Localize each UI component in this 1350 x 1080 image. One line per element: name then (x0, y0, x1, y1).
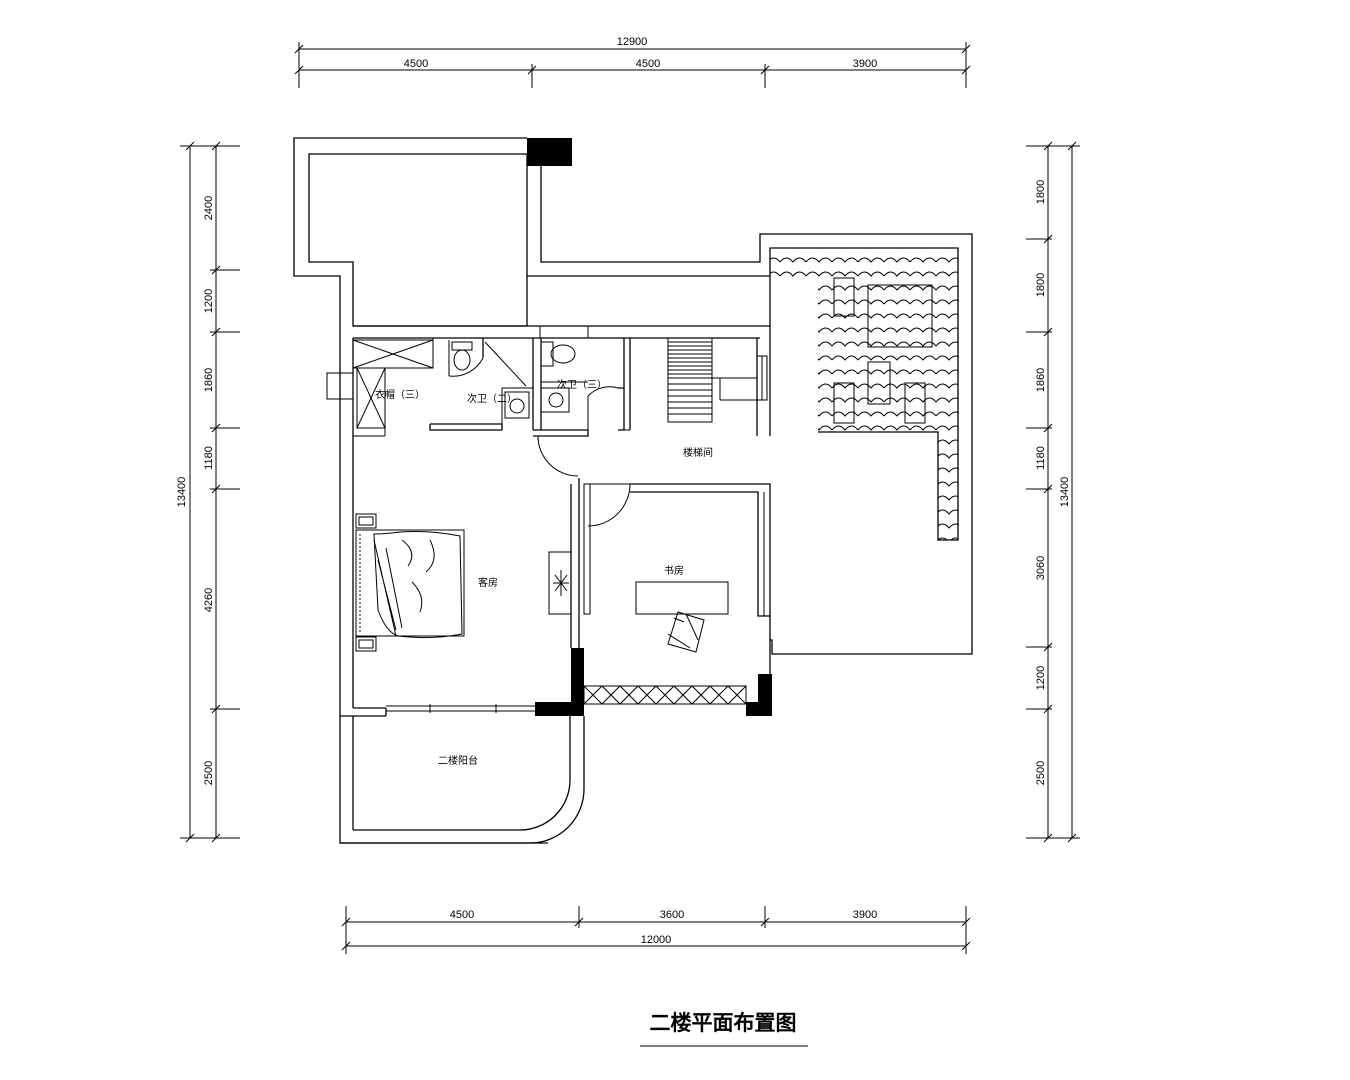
right-seg-4-label: 1180 (1035, 446, 1047, 470)
bottom-seg-3-label: 3900 (853, 909, 877, 921)
room-label-stairwell: 楼梯间 (683, 446, 713, 459)
left-seg-5-label: 4260 (203, 588, 215, 612)
bottom-total-label: 12000 (641, 934, 672, 946)
right-total-label: 13400 (1059, 477, 1071, 508)
top-seg-1-label: 4500 (404, 58, 428, 70)
top-seg-3-label: 3900 (853, 58, 877, 70)
bathrooms: 次卫（二） 次卫（三） (429, 325, 631, 437)
right-seg-5-label: 3060 (1035, 556, 1047, 580)
left-total-label: 13400 (176, 477, 188, 508)
cloakroom: 衣帽（三） (326, 338, 434, 437)
stairwell: 楼梯间 (667, 337, 768, 459)
bottom-dimension-chain: 4500 3600 3900 12000 (341, 906, 971, 954)
top-dimension-chain: 12900 4500 4500 3900 (294, 36, 971, 88)
bottom-seg-1-label: 4500 (450, 909, 474, 921)
room-label-balcony: 二楼阳台 (438, 754, 478, 767)
bottom-windows (386, 648, 772, 716)
drawing-title: 二楼平面布置图 (650, 1011, 797, 1035)
room-label-guest-room: 客房 (478, 576, 498, 589)
right-seg-7-label: 2500 (1035, 761, 1047, 785)
guest-room: 客房 (355, 435, 580, 652)
left-seg-4-label: 1180 (203, 446, 215, 470)
top-total-label: 12900 (617, 36, 648, 48)
left-seg-1-label: 2400 (203, 196, 215, 220)
room-label-bath-2: 次卫（二） (467, 392, 517, 405)
left-seg-2-label: 1200 (203, 289, 215, 313)
right-seg-1-label: 1800 (1035, 180, 1047, 204)
left-dimension-chain: 13400 2400 1200 1860 1180 4260 2500 (176, 141, 240, 843)
study: 书房 (583, 483, 771, 676)
room-label-cloakroom: 衣帽（三） (375, 388, 425, 401)
top-seg-2-label: 4500 (636, 58, 660, 70)
room-label-study: 书房 (664, 564, 684, 577)
left-seg-3-label: 1860 (203, 368, 215, 392)
room-label-bath-3: 次卫（三） (557, 378, 607, 391)
drawing-title-block: 二楼平面布置图 (640, 1011, 808, 1047)
terrace-tile-area (770, 248, 958, 540)
right-dimension-chain: 1800 1800 1860 1180 3060 1200 2500 13400 (1026, 141, 1080, 843)
right-seg-3-label: 1860 (1035, 368, 1047, 392)
right-seg-6-label: 1200 (1035, 666, 1047, 690)
left-seg-6-label: 2500 (203, 761, 215, 785)
bottom-seg-2-label: 3600 (660, 909, 684, 921)
exterior-walls (293, 137, 973, 844)
right-seg-2-label: 1800 (1035, 273, 1047, 297)
